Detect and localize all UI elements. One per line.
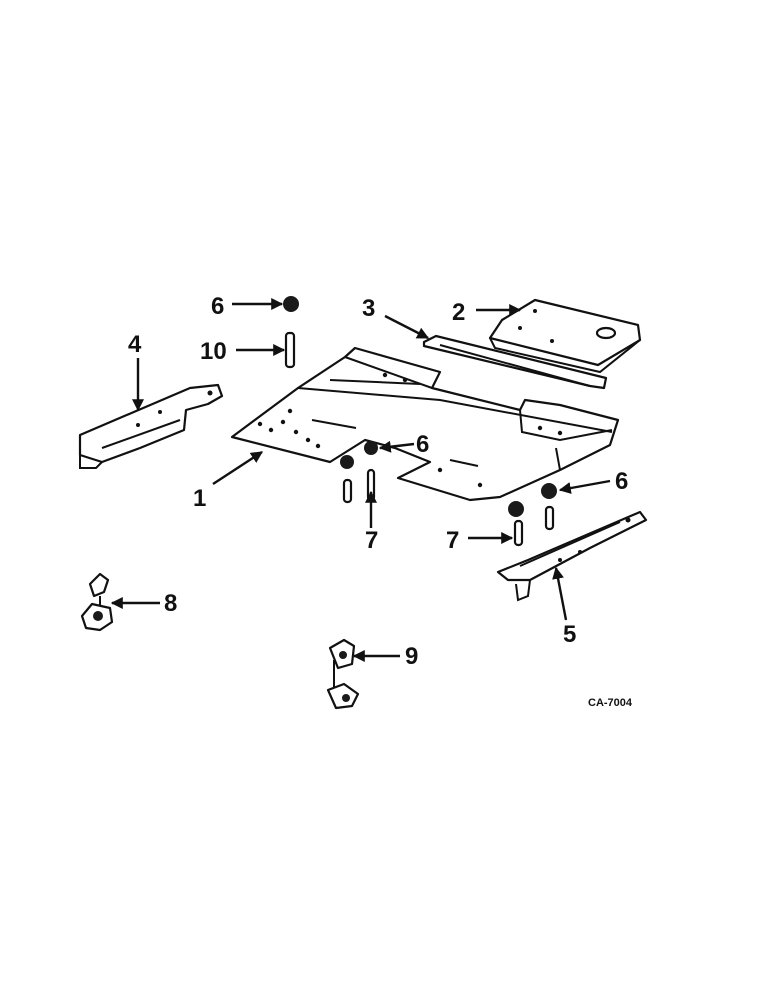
figure-code: CA-7004 bbox=[588, 697, 633, 709]
callout-6-center: 6 bbox=[416, 431, 429, 458]
bolt-hardware bbox=[284, 331, 555, 547]
clip-part-8 bbox=[80, 572, 114, 632]
callout-4: 4 bbox=[128, 331, 142, 358]
clip-part-9 bbox=[326, 638, 360, 710]
callout-5: 5 bbox=[563, 621, 576, 648]
callout-10: 10 bbox=[200, 338, 227, 365]
callout-9: 9 bbox=[405, 643, 418, 670]
bracket-part-4 bbox=[78, 383, 224, 469]
strip-part-3 bbox=[422, 334, 608, 390]
callout-2: 2 bbox=[452, 299, 465, 326]
callout-1: 1 bbox=[193, 485, 206, 512]
callout-7-center: 7 bbox=[365, 527, 378, 554]
callout-6-top: 6 bbox=[211, 293, 224, 320]
nut-hardware bbox=[283, 296, 557, 517]
floor-plate-part-1 bbox=[230, 346, 620, 502]
leader-lines bbox=[110, 298, 611, 662]
callout-6-right: 6 bbox=[615, 468, 628, 495]
callout-7-right: 7 bbox=[446, 527, 459, 554]
cover-plate-part-2 bbox=[488, 298, 642, 374]
callout-3: 3 bbox=[362, 295, 375, 322]
bracket-part-5 bbox=[496, 510, 648, 602]
callout-8: 8 bbox=[164, 590, 177, 617]
